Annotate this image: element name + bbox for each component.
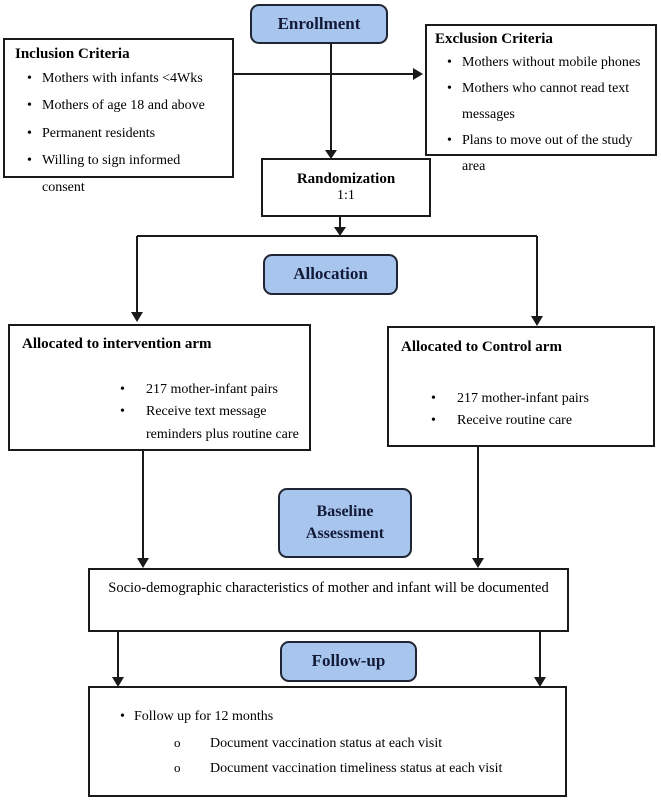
- list-item: Document vaccination status at each visi…: [174, 731, 559, 756]
- list-item: Plans to move out of the study area: [447, 128, 651, 180]
- arrowhead: [472, 558, 484, 568]
- randomization-title: Randomization: [296, 171, 396, 187]
- exclusion-criteria-box: Exclusion Criteria Mothers without mobil…: [425, 24, 657, 174]
- baseline-stage-label-line2: Assessment: [305, 525, 385, 542]
- intervention-arm-list: 217 mother-infant pairs Receive text mes…: [120, 379, 301, 446]
- enrollment-stage: Enrollment: [250, 4, 388, 44]
- list-item: Receive text message reminders plus rout…: [120, 401, 301, 446]
- followup-list: Document vaccination status at each visi…: [174, 731, 559, 781]
- followup-box: Follow up for 12 months Document vaccina…: [88, 686, 567, 797]
- randomization-ratio: 1:1: [337, 188, 355, 203]
- arrowhead: [413, 68, 423, 80]
- list-item: Mothers without mobile phones: [447, 50, 651, 76]
- randomization-box: Randomization 1:1: [261, 158, 431, 217]
- arrowhead: [112, 677, 124, 687]
- inclusion-criteria-list: Mothers with infants <4Wks Mothers of ag…: [15, 65, 226, 201]
- arrowhead: [325, 150, 337, 159]
- list-item: Mothers of age 18 and above: [27, 92, 226, 120]
- list-item: Permanent residents: [27, 120, 226, 148]
- arrowhead: [334, 227, 346, 236]
- allocation-stage-label: Allocation: [293, 264, 368, 284]
- list-item: Receive routine care: [431, 410, 645, 433]
- list-item: 217 mother-infant pairs: [431, 388, 645, 411]
- followup-title: Follow up for 12 months: [120, 706, 559, 727]
- arrowhead: [534, 677, 546, 687]
- baseline-assessment-stage: Baseline Assessment: [278, 488, 412, 558]
- inclusion-criteria-box: Inclusion Criteria Mothers with infants …: [3, 38, 234, 195]
- baseline-assessment-text: Socio-demographic characteristics of mot…: [108, 580, 549, 596]
- control-arm-title: Allocated to Control arm: [401, 339, 562, 355]
- list-item: Mothers who cannot read text messages: [447, 76, 651, 128]
- arrowhead: [137, 558, 149, 568]
- intervention-arm-box: Allocated to intervention arm 217 mother…: [8, 324, 311, 451]
- enrollment-stage-label: Enrollment: [277, 13, 361, 33]
- inclusion-criteria-title: Inclusion Criteria: [15, 46, 130, 62]
- arrowhead: [131, 312, 143, 322]
- exclusion-criteria-list: Mothers without mobile phones Mothers wh…: [435, 50, 651, 179]
- control-arm-box: Allocated to Control arm 217 mother-infa…: [387, 326, 655, 447]
- intervention-arm-title: Allocated to intervention arm: [22, 336, 212, 352]
- list-item: Willing to sign informed consent: [27, 147, 226, 202]
- list-item: Document vaccination timeliness status a…: [174, 756, 559, 781]
- followup-stage-label: Follow-up: [311, 651, 386, 671]
- list-item: Mothers with infants <4Wks: [27, 65, 226, 93]
- allocation-stage: Allocation: [263, 254, 398, 295]
- followup-stage: Follow-up: [280, 641, 417, 682]
- list-item: 217 mother-infant pairs: [120, 379, 301, 402]
- baseline-assessment-box: Socio-demographic characteristics of mot…: [88, 568, 569, 632]
- arrowhead: [531, 316, 543, 326]
- control-arm-list: 217 mother-infant pairs Receive routine …: [431, 388, 645, 433]
- baseline-stage-label-line1: Baseline: [316, 503, 374, 521]
- exclusion-criteria-title: Exclusion Criteria: [435, 31, 553, 47]
